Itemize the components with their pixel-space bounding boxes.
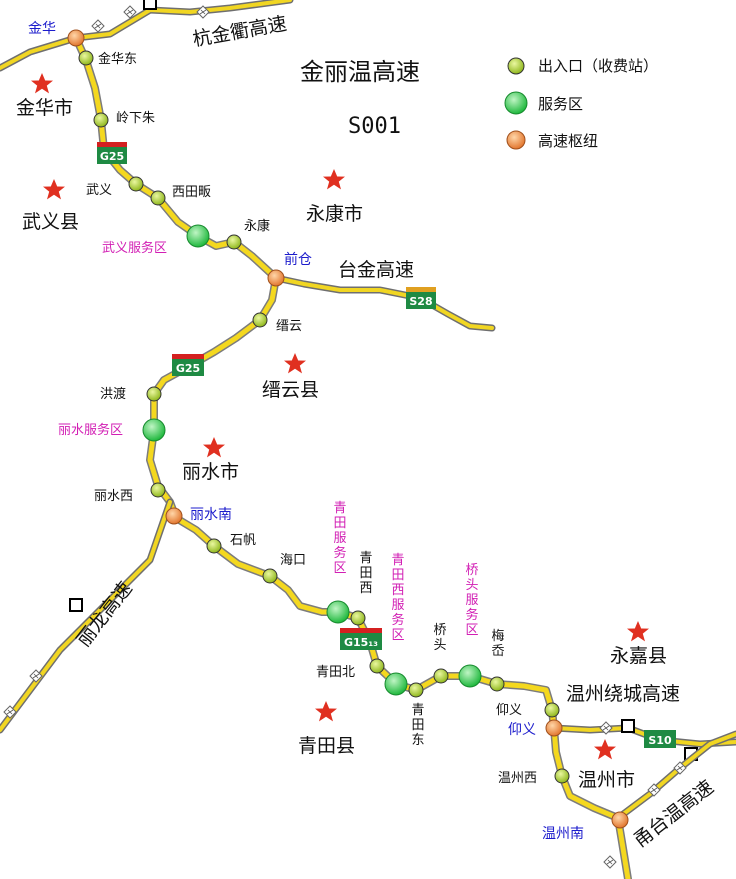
exit-jinyun [252,312,268,328]
hub-label-jinhua: 金华 [28,21,56,37]
exit-qiaotou [433,668,449,684]
highway-wenzhou-ring: 温州绕城高速 [566,683,680,705]
star-qingtian [315,701,337,722]
exit-label-haikou: 海口 [280,553,306,568]
city-jinyun: 缙云县 [262,379,319,401]
star-wenzhou [594,739,616,760]
exit-qingtian-dong [408,682,424,698]
service-label-wuyi: 武义服务区 [102,240,167,256]
star-lishui [203,437,225,458]
hub-label-qiancang: 前仓 [284,251,312,268]
service-label-qingtian-xi: 青田西服务区 [391,553,404,643]
service-label-qiaotou: 桥头服务区 [465,563,478,638]
branch-taijin [272,274,496,332]
exit-meiao [489,676,505,692]
map-code: S001 [348,114,401,139]
highway-yongtaiwen: 甬台温高速 [630,776,718,852]
shield-g1513: G15₁₃ [340,628,382,650]
hub-qiancang [267,269,285,287]
branch-hangjinqu [0,0,294,72]
exit-hongdu [146,386,162,402]
exit-label-wenzhou-xi: 温州西 [498,771,537,786]
city-wuyi: 武义县 [22,211,79,233]
exit-jinhua-dong [78,50,94,66]
hub-lishui-nan [165,507,183,525]
service-qiaotou [458,664,482,688]
shield-g25-south: G25 [172,354,204,376]
exit-shifan [206,538,222,554]
city-yongjia: 永嘉县 [610,645,667,667]
legend-label-service: 服务区 [538,95,583,113]
service-lishui [142,418,166,442]
exit-label-jinhua-dong: 金华东 [98,51,137,67]
interchange-hub-icon [506,130,526,150]
city-jinhua: 金华市 [16,97,73,119]
exit-label-jinyun: 缙云 [276,319,302,334]
service-wuyi [186,224,210,248]
hub-label-wenzhou-nan: 温州南 [542,826,584,842]
highway-taijin: 台金高速 [338,259,414,281]
svg-text:G25: G25 [100,150,124,163]
branch-yongtaiwen [603,730,736,869]
exit-label-hongdu: 洪渡 [100,386,126,402]
exit-yongkang [226,234,242,250]
hub-wenzhou-nan [611,811,629,829]
exit-xitianfan [150,190,166,206]
shield-s10: S10 [644,730,676,748]
city-qingtian: 青田县 [298,735,355,757]
highway-lilong: 丽龙高速 [73,578,137,651]
branch-lilong [0,498,174,734]
exit-lingxiazhu [93,112,109,128]
city-yongkang: 永康市 [306,203,363,225]
exit-label-shifan: 石帆 [230,533,256,548]
exit-label-lishui-xi: 丽水西 [94,489,133,504]
legend-label-exit: 出入口（收费站） [538,57,658,75]
service-qingtian-xi [384,672,408,696]
exit-label-xitianfan: 西田畈 [172,185,211,200]
svg-text:S28: S28 [409,295,432,308]
legend-label-hub: 高速枢纽 [538,132,598,150]
hub-jinhua [67,29,85,47]
star-jinhua [31,73,53,94]
exit-haikou [262,568,278,584]
service-label-lishui: 丽水服务区 [58,422,123,438]
star-jinyun [284,353,306,374]
shield-g25-north: G25 [97,142,127,164]
exit-label-meiao: 梅岙 [491,629,504,659]
star-yongkang [323,169,345,190]
exit-label-qiaotou: 桥头 [433,623,446,653]
svg-text:G25: G25 [176,362,200,375]
hub-label-yangyi: 仰义 [508,722,536,738]
city-lishui: 丽水市 [182,461,239,483]
exit-qingtian-bei [369,658,385,674]
exit-station-icon [507,57,525,75]
exit-wuyi [128,176,144,192]
service-area-icon [504,91,528,115]
map-title: 金丽温高速 [300,58,420,86]
exit-label-yangyi: 仰义 [496,703,522,718]
exit-label-wuyi: 武义 [86,183,112,198]
exit-label-qingtian-xi: 青田西 [359,551,372,596]
star-yongjia [627,621,649,642]
legend: 出入口（收费站） 服务区 高速枢纽 [504,57,658,150]
hub-yangyi [545,719,563,737]
exit-label-qingtian-dong: 青田东 [411,703,424,748]
exit-yangyi [544,702,560,718]
svg-text:G15₁₃: G15₁₃ [344,636,378,649]
exit-qingtian-xi [350,610,366,626]
highway-hangjinqu: 杭金衢高速 [191,13,288,51]
city-wenzhou: 温州市 [578,769,635,791]
hub-label-lishui-nan: 丽水南 [190,507,232,523]
svg-text:S10: S10 [648,734,672,747]
exit-label-qingtian-bei: 青田北 [316,665,355,680]
exit-label-lingxiazhu: 岭下朱 [116,111,155,126]
service-qingtian [326,600,350,624]
service-label-qingtian: 青田服务区 [333,501,346,576]
star-wuyi [43,179,65,200]
exit-lishui-xi [150,482,166,498]
exit-label-yongkang: 永康 [244,218,270,234]
shield-s28: S28 [406,287,436,309]
exit-wenzhou-xi [554,768,570,784]
